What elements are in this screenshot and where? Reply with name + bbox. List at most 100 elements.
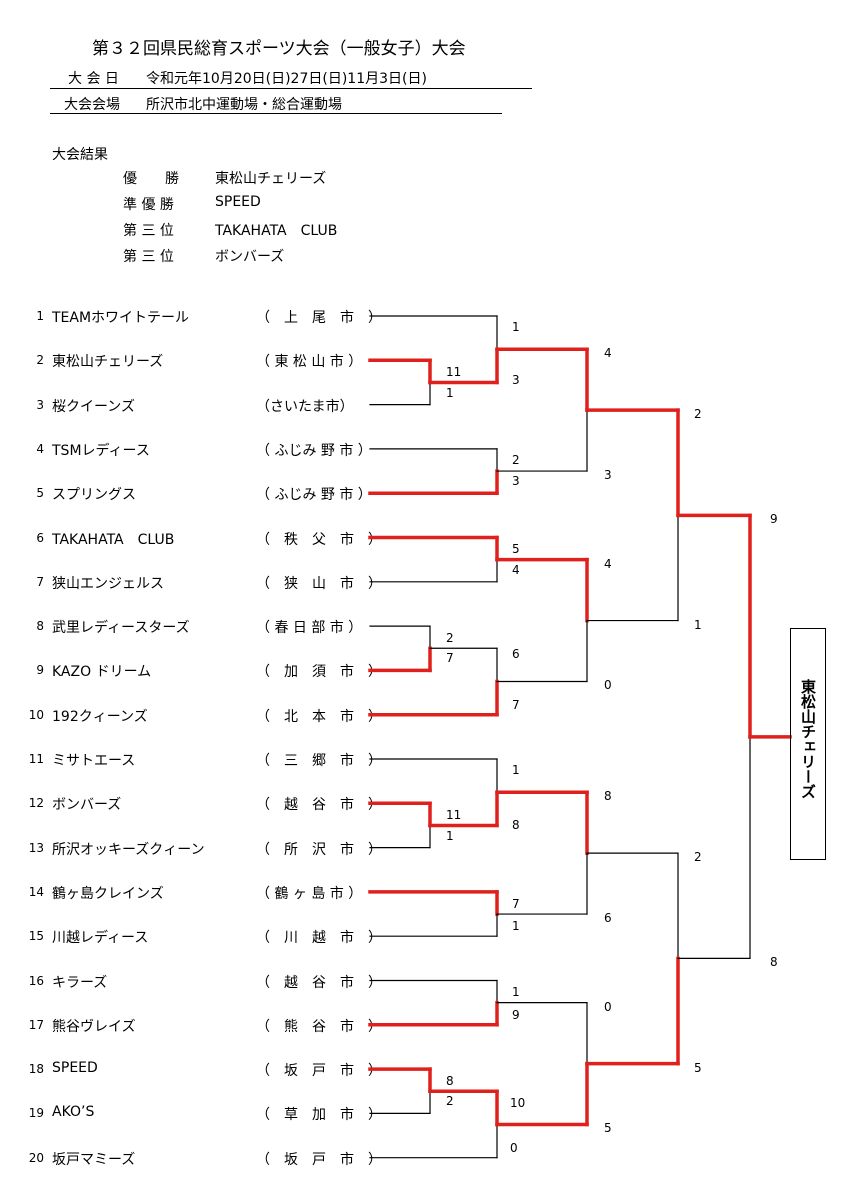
champion-name: 東松山チェリーズ xyxy=(799,679,817,799)
team-number: 11 xyxy=(28,752,44,766)
score-r1_m4-b: 7 xyxy=(512,697,520,712)
score-qf_3-a: 8 xyxy=(604,789,612,804)
score-pre_18v19-a: 8 xyxy=(446,1074,454,1089)
score-qf_2-b: 0 xyxy=(604,678,612,693)
score-pre_2v3-b: 1 xyxy=(446,385,454,400)
team-number: 14 xyxy=(28,884,44,899)
score-r1_m1-b: 3 xyxy=(512,373,520,388)
team-name: 狭山エンジェルス xyxy=(52,575,164,592)
score-qf_2-a: 4 xyxy=(604,556,612,571)
team-city: （ 鶴 ヶ 島 市 ） xyxy=(256,885,363,902)
result-team-3: TAKAHATA CLUB xyxy=(215,223,338,239)
score-qf_1-b: 3 xyxy=(604,468,612,483)
result-label-3: 第 三 位 xyxy=(123,223,174,239)
team-name: ミサトエース xyxy=(52,753,136,769)
result-label-2: 準 優 勝 xyxy=(123,197,174,213)
team-number: 2 xyxy=(36,353,44,368)
score-pre_12v13-a: 11 xyxy=(446,808,462,823)
team-name: TSMレディース xyxy=(52,442,150,459)
team-name: 川越レディース xyxy=(52,930,149,947)
date-value: 令和元年10月20日(日)27日(日)11月3日(日) xyxy=(146,71,427,87)
team-city: （ 加 須 市 ） xyxy=(256,664,382,681)
team-city: （ ふじみ 野 市 ） xyxy=(256,442,372,459)
score-qf_1-a: 4 xyxy=(604,346,612,361)
team-city: （ 坂 戸 市 ） xyxy=(256,1063,382,1080)
team-number: 19 xyxy=(28,1106,44,1121)
venue-underline xyxy=(50,113,502,114)
score-sf_1-b: 1 xyxy=(694,617,702,632)
date-underline xyxy=(50,88,532,89)
team-name: 坂戸マミーズ xyxy=(52,1151,136,1168)
team-number: 3 xyxy=(36,397,44,412)
team-name: AKO’S xyxy=(52,1104,95,1121)
score-r1_m6-b: 1 xyxy=(512,919,520,934)
team-name: 桜クイーンズ xyxy=(52,398,136,415)
team-name: ボンバーズ xyxy=(52,797,122,814)
score-r1_m6-a: 7 xyxy=(512,896,520,911)
team-number: 12 xyxy=(28,796,44,811)
score-r1_m7-b: 9 xyxy=(512,1007,520,1022)
team-city: （さいたま市） xyxy=(256,398,354,415)
score-qf_4-a: 0 xyxy=(604,999,612,1014)
result-team-1: 東松山チェリーズ xyxy=(215,171,327,187)
score-pre_8v9-a: 2 xyxy=(446,631,454,646)
team-name: キラーズ xyxy=(52,974,108,991)
score-pre_12v13-b: 1 xyxy=(446,828,454,843)
team-city: （ 三 郷 市 ） xyxy=(256,753,382,769)
champion-box: 東松山チェリーズ xyxy=(790,628,826,860)
team-number: 5 xyxy=(36,486,44,501)
team-city: （ 北 本 市 ） xyxy=(256,708,382,725)
score-r1_m2-b: 3 xyxy=(512,474,520,489)
team-number: 8 xyxy=(36,619,44,634)
team-number: 17 xyxy=(28,1017,44,1032)
page-title: 第３２回県民総育スポーツ大会（一般女子）大会 xyxy=(92,39,466,59)
score-r1_m1-a: 1 xyxy=(512,320,520,334)
team-number: 4 xyxy=(36,441,44,456)
team-name: 武里レディースターズ xyxy=(52,620,190,637)
score-r1_m5-b: 8 xyxy=(512,818,520,833)
score-r1_m8-a: 10 xyxy=(510,1096,526,1111)
result-team-4: ボンバーズ xyxy=(215,249,285,265)
team-name: TEAMホワイトテール xyxy=(52,310,190,326)
team-name: 所沢オッキーズクィーン xyxy=(52,841,205,858)
score-pre_8v9-b: 7 xyxy=(446,651,454,666)
venue-label: 大会会場 xyxy=(64,97,120,113)
team-city: （ 草 加 市 ） xyxy=(256,1107,382,1124)
team-city: （ ふじみ 野 市 ） xyxy=(256,487,372,504)
score-qf_3-b: 6 xyxy=(604,911,612,926)
score-sf_2-b: 5 xyxy=(694,1060,702,1075)
team-number: 18 xyxy=(28,1062,44,1077)
date-label: 大 会 日 xyxy=(68,71,119,87)
team-city: （ 越 谷 市 ） xyxy=(256,974,382,991)
team-city: （ 上 尾 市 ） xyxy=(256,310,382,326)
score-sf_1-a: 2 xyxy=(694,407,702,422)
team-city: （ 越 谷 市 ） xyxy=(256,797,382,814)
team-number: 6 xyxy=(36,530,44,545)
score-final-a: 9 xyxy=(770,512,778,527)
team-city: （ 秩 父 市 ） xyxy=(256,531,382,548)
result-team-2: SPEED xyxy=(215,194,261,210)
score-r1_m5-a: 1 xyxy=(512,763,520,777)
team-number: 1 xyxy=(36,309,44,323)
team-name: 鶴ヶ島クレインズ xyxy=(52,885,164,902)
team-number: 9 xyxy=(36,663,44,678)
team-number: 13 xyxy=(28,840,44,855)
team-city: （ 川 越 市 ） xyxy=(256,930,382,947)
team-city: （ 春 日 部 市 ） xyxy=(256,620,363,637)
score-r1_m2-a: 2 xyxy=(512,452,520,467)
team-name: スプリングス xyxy=(52,487,136,504)
score-sf_2-a: 2 xyxy=(694,850,702,865)
result-label-4: 第 三 位 xyxy=(123,249,174,265)
score-qf_4-b: 5 xyxy=(604,1121,612,1136)
team-name: SPEED xyxy=(52,1060,98,1077)
team-number: 15 xyxy=(28,929,44,944)
team-city: （ 熊 谷 市 ） xyxy=(256,1018,382,1035)
score-r1_m8-b: 0 xyxy=(510,1140,518,1155)
team-number: 20 xyxy=(28,1150,44,1165)
result-label-1: 優 勝 xyxy=(123,171,179,187)
team-name: 東松山チェリーズ xyxy=(52,354,164,371)
venue-value: 所沢市北中運動場・総合運動場 xyxy=(146,97,342,113)
score-r1_m3-b: 4 xyxy=(512,562,520,577)
score-pre_2v3-a: 11 xyxy=(446,365,462,380)
